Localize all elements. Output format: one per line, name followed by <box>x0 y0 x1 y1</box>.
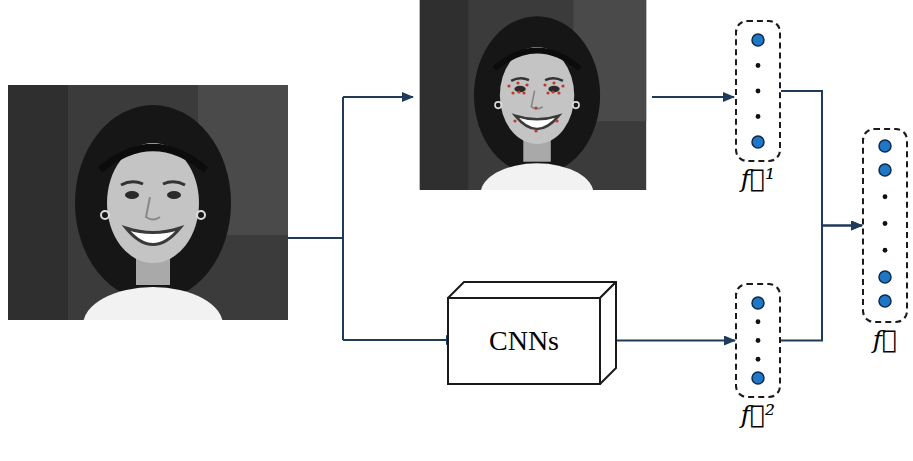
connector-arrow <box>600 340 735 342</box>
input-face-photo <box>8 85 288 363</box>
connector-arrow <box>781 226 862 341</box>
vector-dots <box>737 285 783 400</box>
box-label: CNNs <box>448 325 600 357</box>
feature-vector: f⃗² <box>735 283 781 398</box>
vector-label: f⃗¹ <box>741 164 775 193</box>
cnn-box: CNNs <box>448 298 600 384</box>
vector-dots <box>864 130 910 325</box>
connector-arrow <box>781 91 862 226</box>
vector-dots <box>737 22 783 164</box>
vector-label: f⃗ <box>873 325 897 354</box>
feature-vector: f⃗ <box>862 128 908 323</box>
landmark-face-photo <box>420 0 646 225</box>
feature-vector: f⃗¹ <box>735 20 781 162</box>
vector-label: f⃗² <box>741 400 775 429</box>
landmark-points <box>507 81 564 132</box>
